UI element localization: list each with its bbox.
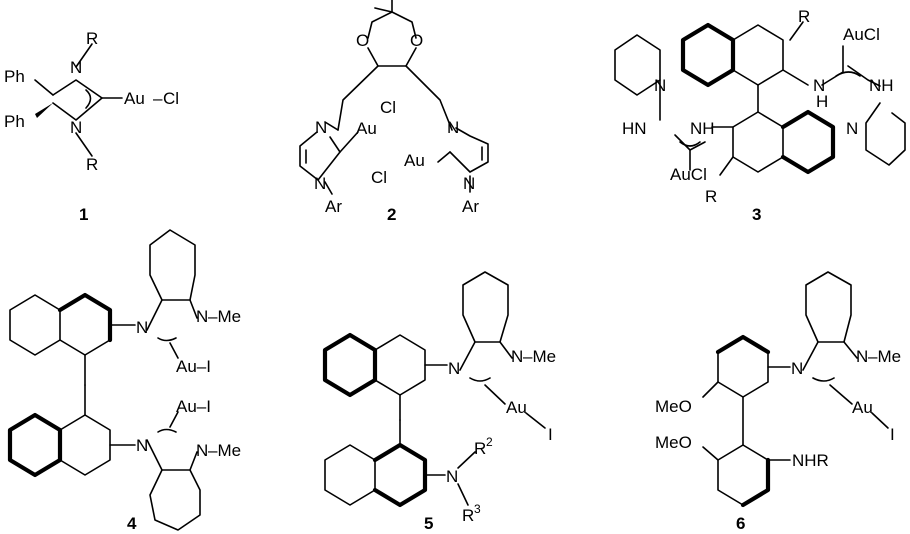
label-me: –Me (208, 441, 241, 460)
compound-number: 1 (79, 205, 88, 224)
label-au: Au (506, 398, 527, 417)
label-r-superscript: 3 (474, 502, 481, 516)
label-n: N (813, 76, 825, 95)
label-n: N (448, 359, 460, 378)
label-n: N (70, 118, 82, 137)
label-n: N (314, 174, 326, 193)
label-n: N (856, 347, 868, 366)
label-n: N (447, 118, 459, 137)
label-ome: MeO (655, 397, 692, 416)
label-au-i: Au–I (176, 357, 211, 376)
label-r: R (474, 439, 486, 458)
label-iodide: I (890, 425, 895, 444)
label-au: Au (124, 89, 145, 108)
label-ar: Ar (462, 197, 479, 216)
label-me: –Me (208, 307, 241, 326)
label-n: N (136, 318, 148, 337)
label-au: Au (852, 398, 873, 417)
compound-number: 3 (752, 205, 761, 224)
label-aucl: AuCl (670, 165, 707, 184)
label-r-superscript: 2 (486, 435, 493, 449)
label-ome: MeO (655, 433, 692, 452)
compound-2: O O N Au Cl N Ar N Au Cl N Ar 2 (299, 0, 489, 224)
label-ar: Ar (325, 197, 342, 216)
label-r: R (462, 506, 474, 525)
label-ph: Ph (4, 112, 25, 131)
label-dash: – (153, 89, 163, 108)
label-nhr: NHR (792, 451, 829, 470)
label-r: R (86, 29, 98, 48)
label-n: N (446, 467, 458, 486)
label-nh: NH (869, 76, 894, 95)
label-me: –Me (523, 347, 556, 366)
label-cl: Cl (371, 168, 387, 187)
label-n: N (463, 174, 475, 193)
label-n: N (70, 58, 82, 77)
label-o: O (410, 31, 423, 50)
label-n: N (654, 76, 666, 95)
label-n: N (511, 347, 523, 366)
label-r: R (705, 187, 717, 206)
label-au: Au (356, 119, 377, 138)
compound-5: N N –Me Au I N R 2 R 3 5 (322, 271, 556, 533)
label-cl: Cl (380, 98, 396, 117)
label-au: Au (404, 151, 425, 170)
compound-3: R AuCl N H NH N HN NH N AuCl R 3 (614, 7, 906, 224)
compound-number: 2 (387, 205, 396, 224)
label-r: R (798, 7, 810, 26)
label-ph: Ph (4, 67, 25, 86)
compound-number: 5 (424, 514, 433, 533)
label-me: –Me (868, 347, 901, 366)
label-hn: HN (622, 119, 647, 138)
label-aucl: AuCl (843, 25, 880, 44)
label-n: N (136, 436, 148, 455)
compound-6: N N –Me Au I MeO MeO NHR 6 (655, 271, 901, 533)
label-au-i: Au–I (176, 397, 211, 416)
compound-1: R N Ph Au – Cl Ph N R 1 (4, 29, 179, 224)
label-o: O (356, 31, 369, 50)
label-nh: NH (690, 119, 715, 138)
label-iodide: I (548, 425, 553, 444)
label-n: N (196, 441, 208, 460)
label-n: N (791, 359, 803, 378)
label-n: N (846, 119, 858, 138)
label-n: N (315, 118, 327, 137)
compound-4: N N –Me Au–I Au–I N N –Me 4 (7, 229, 241, 533)
label-h: H (816, 92, 828, 111)
label-n: N (196, 307, 208, 326)
compound-number: 4 (127, 514, 137, 533)
compound-number: 6 (736, 514, 745, 533)
label-r: R (86, 155, 98, 174)
label-cl: Cl (163, 89, 179, 108)
